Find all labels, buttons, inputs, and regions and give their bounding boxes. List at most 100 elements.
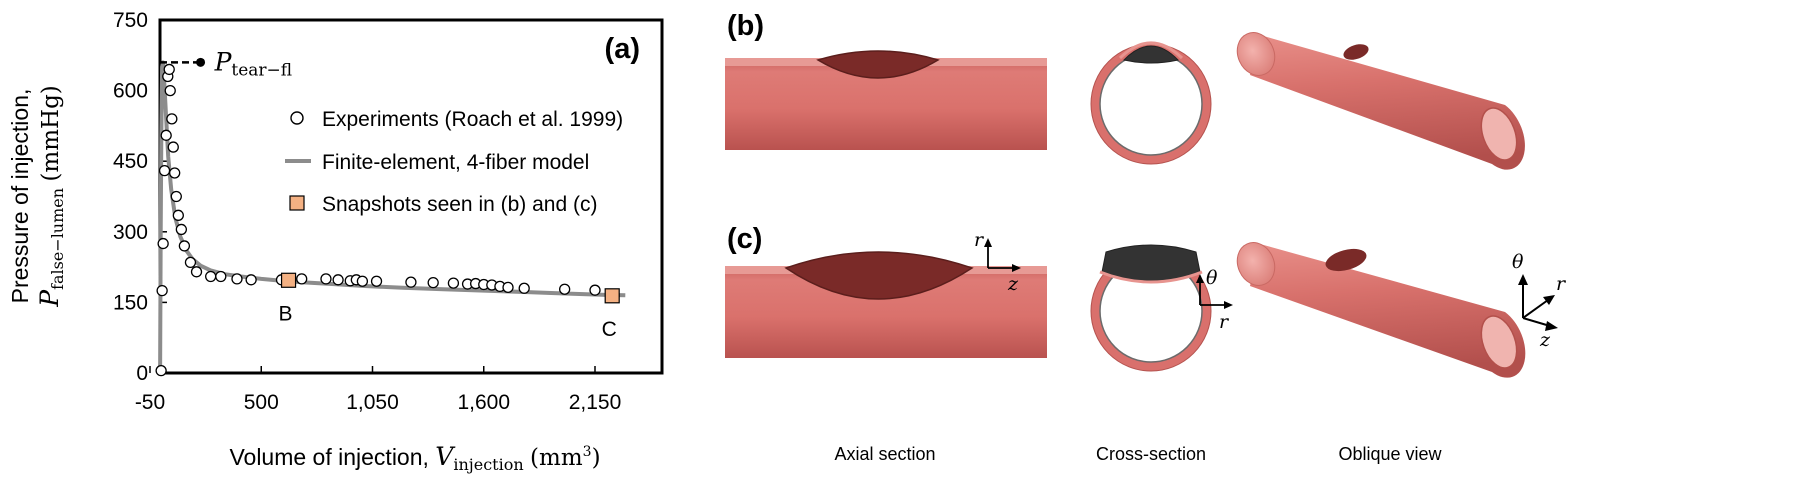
y-tick-label: 300 [113,221,148,244]
experiment-point [245,274,257,286]
axis-r3-arrowhead [1543,295,1555,305]
flap-b [1118,41,1184,60]
y-axis-label-line2: Pfalse−lumen (mmHg) [35,85,67,308]
experiment-point [167,141,179,153]
experiment-point [502,281,514,293]
snapshot-points [280,272,620,304]
experiment-point [231,273,243,285]
y-tick-label: 0 [136,362,148,385]
axis-r2-label: r [1219,311,1230,333]
experiment-point [518,282,530,294]
caption-cross-section: Cross-section [1096,444,1206,464]
experiment-point [356,275,369,287]
axis-z3-arrowhead [1545,321,1558,331]
experiment-point [155,364,167,377]
experiment-point [163,63,175,76]
false-lumen-b [816,50,940,79]
axis-r-label: r [974,229,985,251]
experiment-point [190,266,203,278]
axis-r3-label: r [1556,273,1567,295]
y-tick-label: 600 [113,80,148,103]
x-tick-label: 1,600 [457,391,510,414]
experiment-point [370,275,383,287]
experiment-point [170,190,182,203]
axis-z3-label: z [1539,329,1551,351]
experiment-point [215,270,227,283]
experiment-point [175,223,188,236]
point-labels: BC [279,302,617,341]
true-lumen-b [1099,52,1203,156]
axis-z-arrowhead [1012,264,1021,272]
experiment-point [559,283,571,295]
experiment-point [184,256,197,269]
panel-a-label: (a) [605,33,640,65]
axial-section-c: r z [725,229,1047,358]
experiment-point [160,129,172,141]
y-tick-label: 750 [113,9,148,32]
axis-theta3-label: θ [1512,251,1524,273]
caption-oblique-view: Oblique view [1338,444,1442,464]
plot-frame [158,18,664,375]
y-axis-label: Pressure of injection, Pfalse−lumen (mmH… [7,85,67,308]
axis-r3-arrow [1522,299,1549,319]
oblique-tube-b [1250,35,1525,170]
tear-pressure-label: Ptear−fl [214,47,293,80]
false-lumen-c [784,251,974,300]
cross-section-b [1090,41,1212,165]
point-label: C [602,318,617,341]
experiment-point [164,84,176,97]
legend-label-fe-model: Finite-element, 4-fiber model [322,151,589,174]
axial-section-b [725,50,1047,150]
experiment-point [427,276,439,289]
oblique-cap-c [1236,242,1276,286]
oblique-lumen-b [1343,44,1369,60]
experiment-point [405,276,417,288]
legend-label-experiments: Experiments (Roach et al. 1999) [322,108,623,131]
experiment-points [155,63,601,377]
experiment-point [158,164,171,177]
axis-theta-arrowhead [1196,274,1204,283]
axis-z3-arrow [1522,317,1551,327]
panel-c-label: (c) [727,223,762,255]
legend-marker-experiments [290,111,304,125]
tear-pressure-annotation: Ptear−fl [160,47,292,80]
experiment-point [169,167,181,179]
x-tick-label: 1,050 [346,391,399,414]
x-tick-label: 500 [244,391,279,414]
cross-section-c: θ r [1090,244,1233,372]
flap-c [1099,270,1203,284]
experiment-point [589,284,601,296]
experiment-point [166,113,178,125]
y-axis-label-line1: Pressure of injection, [7,89,33,304]
snapshot-point [280,272,297,288]
panel-b-label: (b) [727,10,764,42]
experiment-point [156,284,168,297]
axis-r2-arrowhead [1224,301,1233,309]
oblique-cap-b [1236,32,1276,76]
axis-z-label: z [1007,273,1019,295]
legend: Experiments (Roach et al. 1999) Finite-e… [285,108,623,216]
point-label: B [279,302,293,325]
experiment-point [178,240,191,252]
axis-theta3-arrowhead [1518,274,1528,285]
experiment-point [296,273,308,285]
oblique-tube-c [1250,244,1526,378]
legend-label-snapshots: Snapshots seen in (b) and (c) [322,193,597,216]
experiment-point [157,237,169,250]
experiment-point [172,209,184,221]
oblique-end-c [1480,315,1518,369]
legend-marker-snapshots [289,195,305,211]
y-tick-label: 450 [113,150,148,173]
axis-r-arrowhead [984,238,992,247]
oblique-lumen-c [1325,248,1367,272]
tear-pressure-dot [196,57,206,67]
false-lumen-cross-b [1123,45,1179,64]
illustration-panels: (b) (c) r z [725,10,1567,464]
false-lumen-cross-c [1101,244,1201,282]
experiment-point [320,273,332,285]
experiment-point [205,270,217,283]
